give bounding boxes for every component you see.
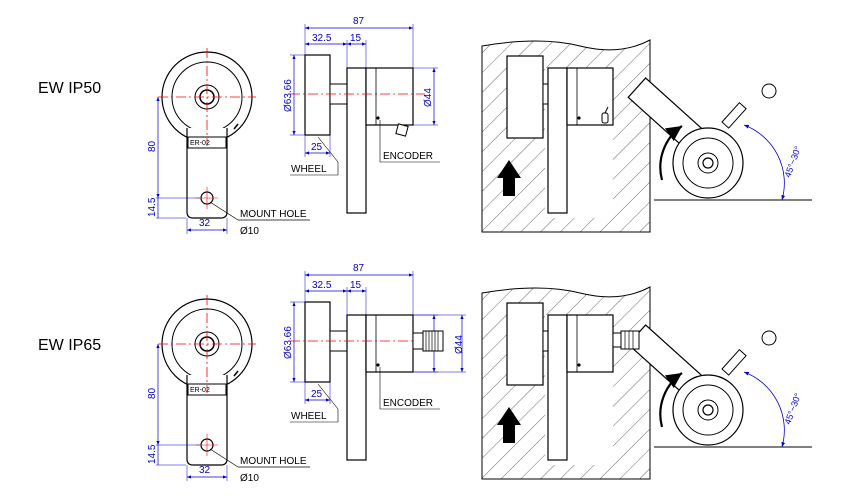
connector [412,330,444,352]
wheel-width-dim: 32.5 [312,280,332,291]
toggle-switch [601,106,609,124]
connector-installed [612,330,640,350]
plate-text: ER-02 [190,387,210,394]
mount-hole-diameter: Ø10 [240,473,259,484]
gap-dim: 15 [350,280,362,291]
variant-ip50: EW IP50 80 14.5 32 ER-02 MOUNT HOLE Ø10 … [38,16,812,237]
wheel-diameter-dim: Ø63.66 [283,79,294,112]
wheel-callout: WHEEL [291,164,327,175]
front-width-dim: 32 [199,465,211,476]
gap-dim: 15 [350,33,362,44]
front-height-dim: 80 [147,140,158,152]
front-hole-offset-dim: 14.5 [147,444,158,464]
mount-hole-callout: MOUNT HOLE [240,209,307,220]
encoder-callout: ENCODER [383,151,433,162]
overall-length-dim: 87 [353,263,365,274]
wheel-width-dim: 32.5 [312,33,332,44]
variant-title: EW IP50 [38,80,101,97]
plate-text: ER-02 [190,140,210,147]
angle-dim: 45°~30° [782,144,803,178]
front-width-dim: 32 [199,218,211,229]
mount-hole-callout: MOUNT HOLE [240,456,307,467]
lower-offset-dim: 25 [311,142,323,153]
overall-length-dim: 87 [353,16,365,27]
mount-hole-diameter: Ø10 [240,226,259,237]
lower-offset-dim: 25 [311,389,323,400]
wheel-callout: WHEEL [291,411,327,422]
wheel-diameter-dim: Ø63.66 [283,326,294,359]
variant-ip65: EW IP65 80 14.5 32 ER-02 MOUNT HOLE Ø10 … [38,263,812,484]
front-height-dim: 80 [147,387,158,399]
encoder-diameter-dim: Ø44 [454,335,465,354]
variant-title: EW IP65 [38,337,101,354]
front-hole-offset-dim: 14.5 [147,197,158,217]
angle-dim: 45°~30° [782,391,803,425]
cable-gland [395,123,409,137]
encoder-diameter-dim: Ø44 [423,88,434,107]
encoder-callout: ENCODER [383,398,433,409]
